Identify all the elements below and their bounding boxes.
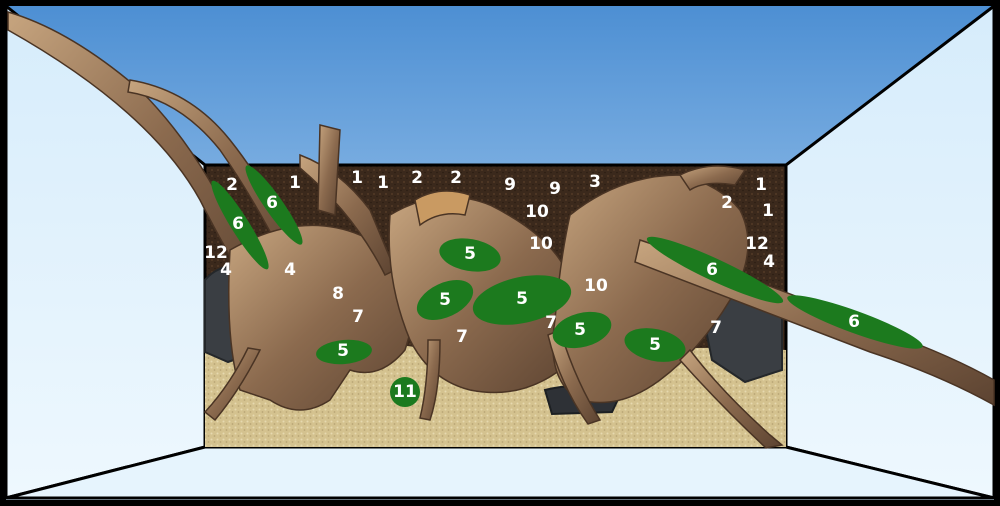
label-2: 2 [721, 193, 733, 213]
label-7: 7 [456, 327, 468, 347]
label-10: 10 [525, 202, 549, 222]
plant-label: 6 [266, 193, 278, 213]
label-2: 2 [226, 175, 238, 195]
plant-label: 5 [649, 335, 661, 355]
plant-6-a: 6 [211, 180, 269, 270]
label-2: 2 [411, 168, 423, 188]
plant-label: 5 [464, 244, 476, 264]
label-7: 7 [710, 318, 722, 338]
label-10: 10 [529, 234, 553, 254]
plant-6-c: 6 [646, 236, 784, 304]
plants-type-6: 6 6 6 6 [211, 165, 923, 349]
label-10: 10 [584, 276, 608, 296]
plants-type-5: 5 5 5 5 5 5 [316, 238, 686, 365]
plant-5-c: 5 [472, 275, 572, 325]
plant-label: 11 [393, 382, 417, 402]
label-4: 4 [763, 252, 775, 272]
plant-5-e: 5 [624, 328, 686, 362]
plant-6-d: 6 [787, 295, 923, 349]
label-4: 4 [220, 260, 232, 280]
label-4: 4 [284, 260, 296, 280]
plant-5-d: 5 [552, 311, 612, 349]
plant-label: 6 [848, 312, 860, 332]
label-3: 3 [589, 172, 601, 192]
plant-label: 5 [337, 341, 349, 361]
label-12: 12 [204, 243, 228, 263]
label-7: 7 [545, 313, 557, 333]
plant-label: 5 [574, 320, 586, 340]
label-1: 1 [755, 175, 767, 195]
position-labels: 1 1 1 1 1 2 2 2 2 3 4 4 4 7 7 7 7 8 9 9 … [204, 168, 775, 347]
plant-11: 11 [390, 377, 420, 407]
label-1: 1 [289, 173, 301, 193]
plant-5-b: 5 [416, 280, 474, 320]
label-1: 1 [351, 168, 363, 188]
label-8: 8 [332, 284, 344, 304]
plant-6-b: 6 [245, 165, 303, 245]
label-7: 7 [352, 307, 364, 327]
label-2: 2 [450, 168, 462, 188]
label-1: 1 [762, 201, 774, 221]
label-12: 12 [745, 234, 769, 254]
plant-label: 6 [706, 260, 718, 280]
plant-label: 5 [439, 290, 451, 310]
plant-5-f: 5 [316, 339, 372, 365]
plant-5-a: 5 [439, 238, 501, 272]
label-9: 9 [504, 175, 516, 195]
plant-label: 6 [232, 214, 244, 234]
label-1: 1 [377, 173, 389, 193]
label-9: 9 [549, 179, 561, 199]
plant-label: 5 [516, 289, 528, 309]
